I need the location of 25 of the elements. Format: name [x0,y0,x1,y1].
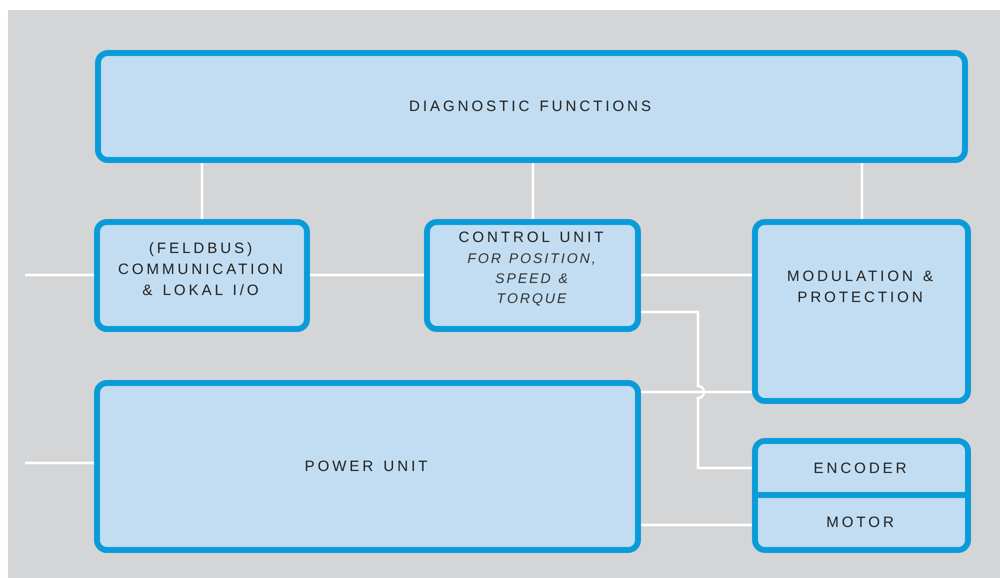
connector-line [641,274,752,276]
block-label: CONTROL UNIT [458,228,606,248]
connector-line [200,163,204,219]
block-label: MOTOR [826,513,897,533]
component-block [752,495,971,553]
block-sublabel: FOR POSITION, SPEED & TORQUE [466,249,599,308]
connector-line [532,163,534,219]
block-label: MODULATION & PROTECTION [786,266,938,308]
connector-line [860,163,864,219]
function-block [94,219,310,332]
function-block [752,219,971,404]
block-label: DIAGNOSTIC FUNCTIONS [408,97,654,117]
connector-line [641,390,752,394]
block-label: (FELDBUS) COMMUNICATION & LOKAL I/O [117,239,287,301]
connector-line [25,462,94,464]
function-block [94,380,641,553]
connector-line [310,274,424,276]
function-block [95,50,968,163]
block-label: POWER UNIT [304,457,430,477]
component-block [752,438,971,495]
connector-line [641,310,752,470]
function-block [424,219,641,332]
connector-line [25,274,94,276]
block-label: ENCODER [813,458,910,478]
connector-line [641,524,752,526]
